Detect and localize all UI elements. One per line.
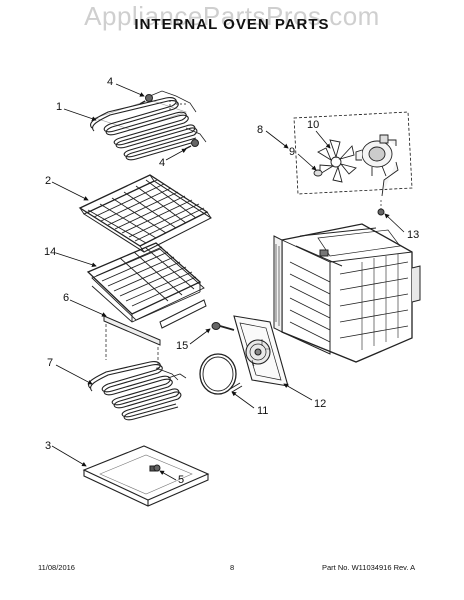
callout-2: 2 <box>45 175 52 187</box>
callout-10: 10 <box>307 119 320 131</box>
broil-element <box>91 91 206 160</box>
callout-3: 3 <box>45 440 52 452</box>
callout-7: 7 <box>47 357 54 369</box>
footer-page-number: 8 <box>230 563 235 572</box>
callout-8: 8 <box>257 124 264 136</box>
convection-fan-box <box>294 112 412 194</box>
cover-screw <box>212 323 234 331</box>
callout-4-top: 4 <box>107 76 114 88</box>
callout-11: 11 <box>257 405 269 417</box>
page-title: INTERNAL OVEN PARTS <box>134 16 330 33</box>
watermark: AppliancePartsPros.com <box>84 1 380 31</box>
bake-element <box>89 362 186 420</box>
screw-top <box>140 95 153 105</box>
alignment-guides <box>106 324 158 372</box>
convection-element <box>200 354 242 394</box>
convection-fan-blade <box>318 140 356 182</box>
callout-5: 5 <box>178 474 185 486</box>
oven-rack <box>80 175 211 252</box>
convection-fan-motor <box>356 135 398 196</box>
callout-9: 9 <box>289 146 296 158</box>
callout-15: 15 <box>176 340 189 352</box>
element-bracket <box>104 316 160 345</box>
callout-4-bottom: 4 <box>159 157 166 169</box>
convection-cover <box>234 316 288 386</box>
footer-part-number: Part No. W11034916 Rev. A <box>322 563 416 572</box>
callout-14: 14 <box>44 246 57 258</box>
leader-lines <box>52 84 404 480</box>
oven-cavity <box>274 224 420 362</box>
motor-screw <box>378 200 384 215</box>
callout-13: 13 <box>407 229 420 241</box>
panel-screw <box>154 465 160 471</box>
callout-12: 12 <box>314 398 327 410</box>
footer-date: 11/08/2016 <box>38 563 75 572</box>
roller-rack <box>88 243 206 328</box>
callout-6: 6 <box>63 292 70 304</box>
bottom-panel <box>84 446 208 506</box>
convection-fan-nut <box>314 170 322 176</box>
screw-bottom <box>185 140 199 150</box>
callout-1: 1 <box>56 101 63 113</box>
